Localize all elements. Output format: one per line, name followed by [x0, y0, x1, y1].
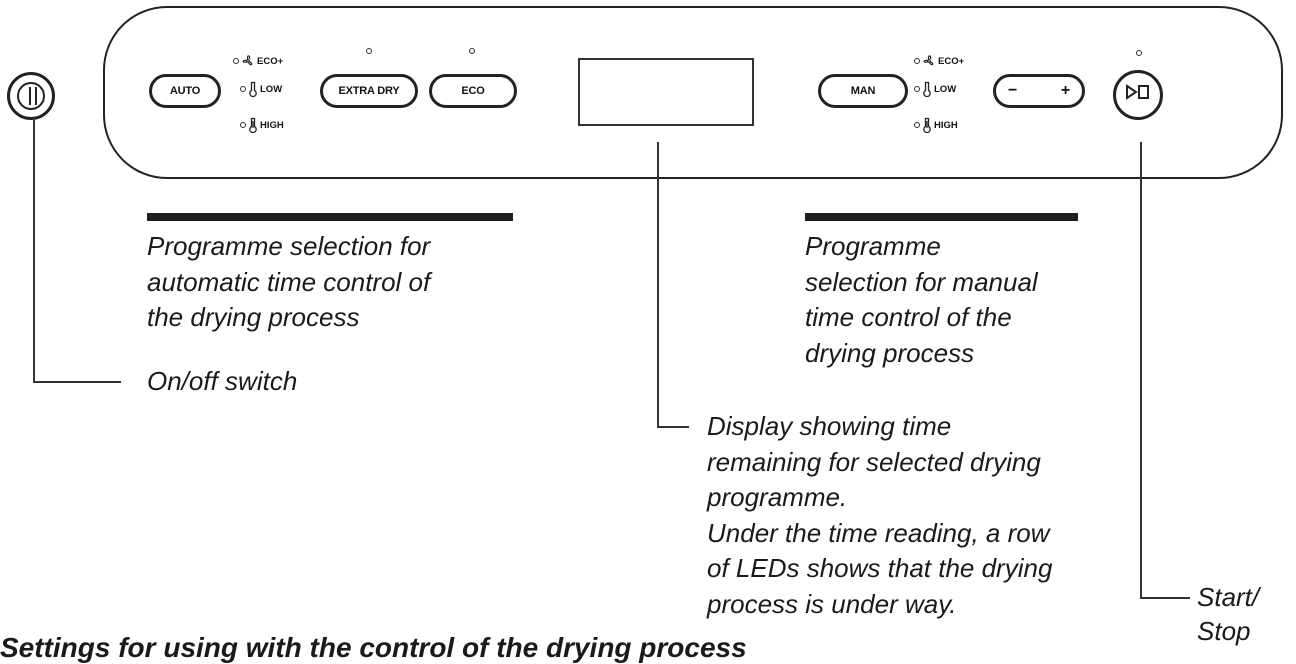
mode-label: ECO+ [938, 55, 965, 67]
fan-icon [242, 55, 253, 66]
eco-button[interactable]: ECO [429, 74, 517, 108]
caption-line: Programme selection for [147, 231, 431, 261]
minus-icon[interactable]: − [1008, 82, 1018, 99]
on-off-leader-horizontal [33, 381, 121, 383]
start-stop-leader-vertical [1140, 142, 1142, 598]
man-mode-eco-plus: ECO+ [914, 52, 964, 70]
control-panel [103, 6, 1283, 179]
power-icon-bar [29, 87, 37, 105]
on-off-switch[interactable] [7, 72, 55, 120]
mode-label: ECO+ [257, 55, 284, 67]
mode-label: LOW [934, 83, 957, 95]
thermometer-icon [923, 81, 931, 97]
caption-line: programme. [707, 482, 848, 512]
auto-button[interactable]: AUTO [149, 74, 221, 108]
auto-mode-high: HIGH [240, 116, 284, 134]
caption-line: Under the time reading, a row [707, 517, 1050, 548]
thermometer-icon [249, 81, 257, 97]
caption-line: Stop [1197, 616, 1251, 646]
mode-label: LOW [260, 83, 283, 95]
eco-led [469, 48, 475, 54]
caption-line: automatic time control of [147, 266, 431, 297]
man-button[interactable]: MAN [818, 74, 908, 108]
auto-section-bar [147, 213, 513, 221]
manual-programme-caption: Programme selection for manual time cont… [805, 229, 1038, 371]
caption-line: time control of the [805, 302, 1012, 332]
start-stop-caption: Start/ Stop [1197, 580, 1259, 648]
caption-line: process is under way. [707, 588, 957, 619]
power-icon [17, 82, 45, 110]
mode-label: HIGH [260, 119, 284, 131]
time-display [578, 58, 754, 126]
on-off-leader-vertical [33, 120, 35, 382]
mode-label: HIGH [934, 119, 958, 131]
caption-line: selection for manual [805, 266, 1038, 297]
display-caption: Display showing time remaining for selec… [707, 409, 1052, 622]
caption-line: Display showing time [707, 411, 952, 441]
caption-line: the drying process [147, 302, 360, 332]
extra-dry-led [366, 48, 372, 54]
on-off-caption: On/off switch [147, 364, 297, 400]
start-stop-led [1136, 50, 1142, 56]
thermometer-icon [923, 117, 931, 133]
caption-line: remaining for selected drying [707, 446, 1041, 477]
man-mode-low: LOW [914, 80, 956, 98]
led-indicator [914, 58, 920, 64]
display-leader-vertical [657, 142, 659, 427]
caption-line: On/off switch [147, 366, 298, 396]
manual-section-bar [805, 213, 1078, 221]
led-indicator [240, 122, 246, 128]
display-leader-horizontal [657, 426, 689, 428]
extra-dry-button[interactable]: EXTRA DRY [320, 74, 418, 108]
time-stepper[interactable]: − + [993, 74, 1085, 108]
start-stop-button[interactable] [1113, 70, 1163, 120]
led-indicator [914, 122, 920, 128]
auto-programme-caption: Programme selection for automatic time c… [147, 229, 430, 336]
led-indicator [240, 86, 246, 92]
caption-line: drying process [805, 337, 975, 368]
caption-line: of LEDs shows that the drying [707, 553, 1053, 583]
caption-line: Programme [805, 231, 941, 261]
play-pause-icon [1126, 84, 1149, 100]
thermometer-icon [249, 117, 257, 133]
led-indicator [233, 58, 239, 64]
section-heading: Settings for using with the control of t… [0, 632, 747, 663]
start-stop-leader-horizontal [1140, 597, 1190, 599]
fan-icon [923, 55, 934, 66]
plus-icon[interactable]: + [1060, 82, 1070, 99]
led-indicator [914, 86, 920, 92]
caption-line: Start/ [1197, 582, 1260, 612]
auto-mode-eco-plus: ECO+ [233, 52, 283, 70]
man-mode-high: HIGH [914, 116, 958, 134]
auto-mode-low: LOW [240, 80, 282, 98]
